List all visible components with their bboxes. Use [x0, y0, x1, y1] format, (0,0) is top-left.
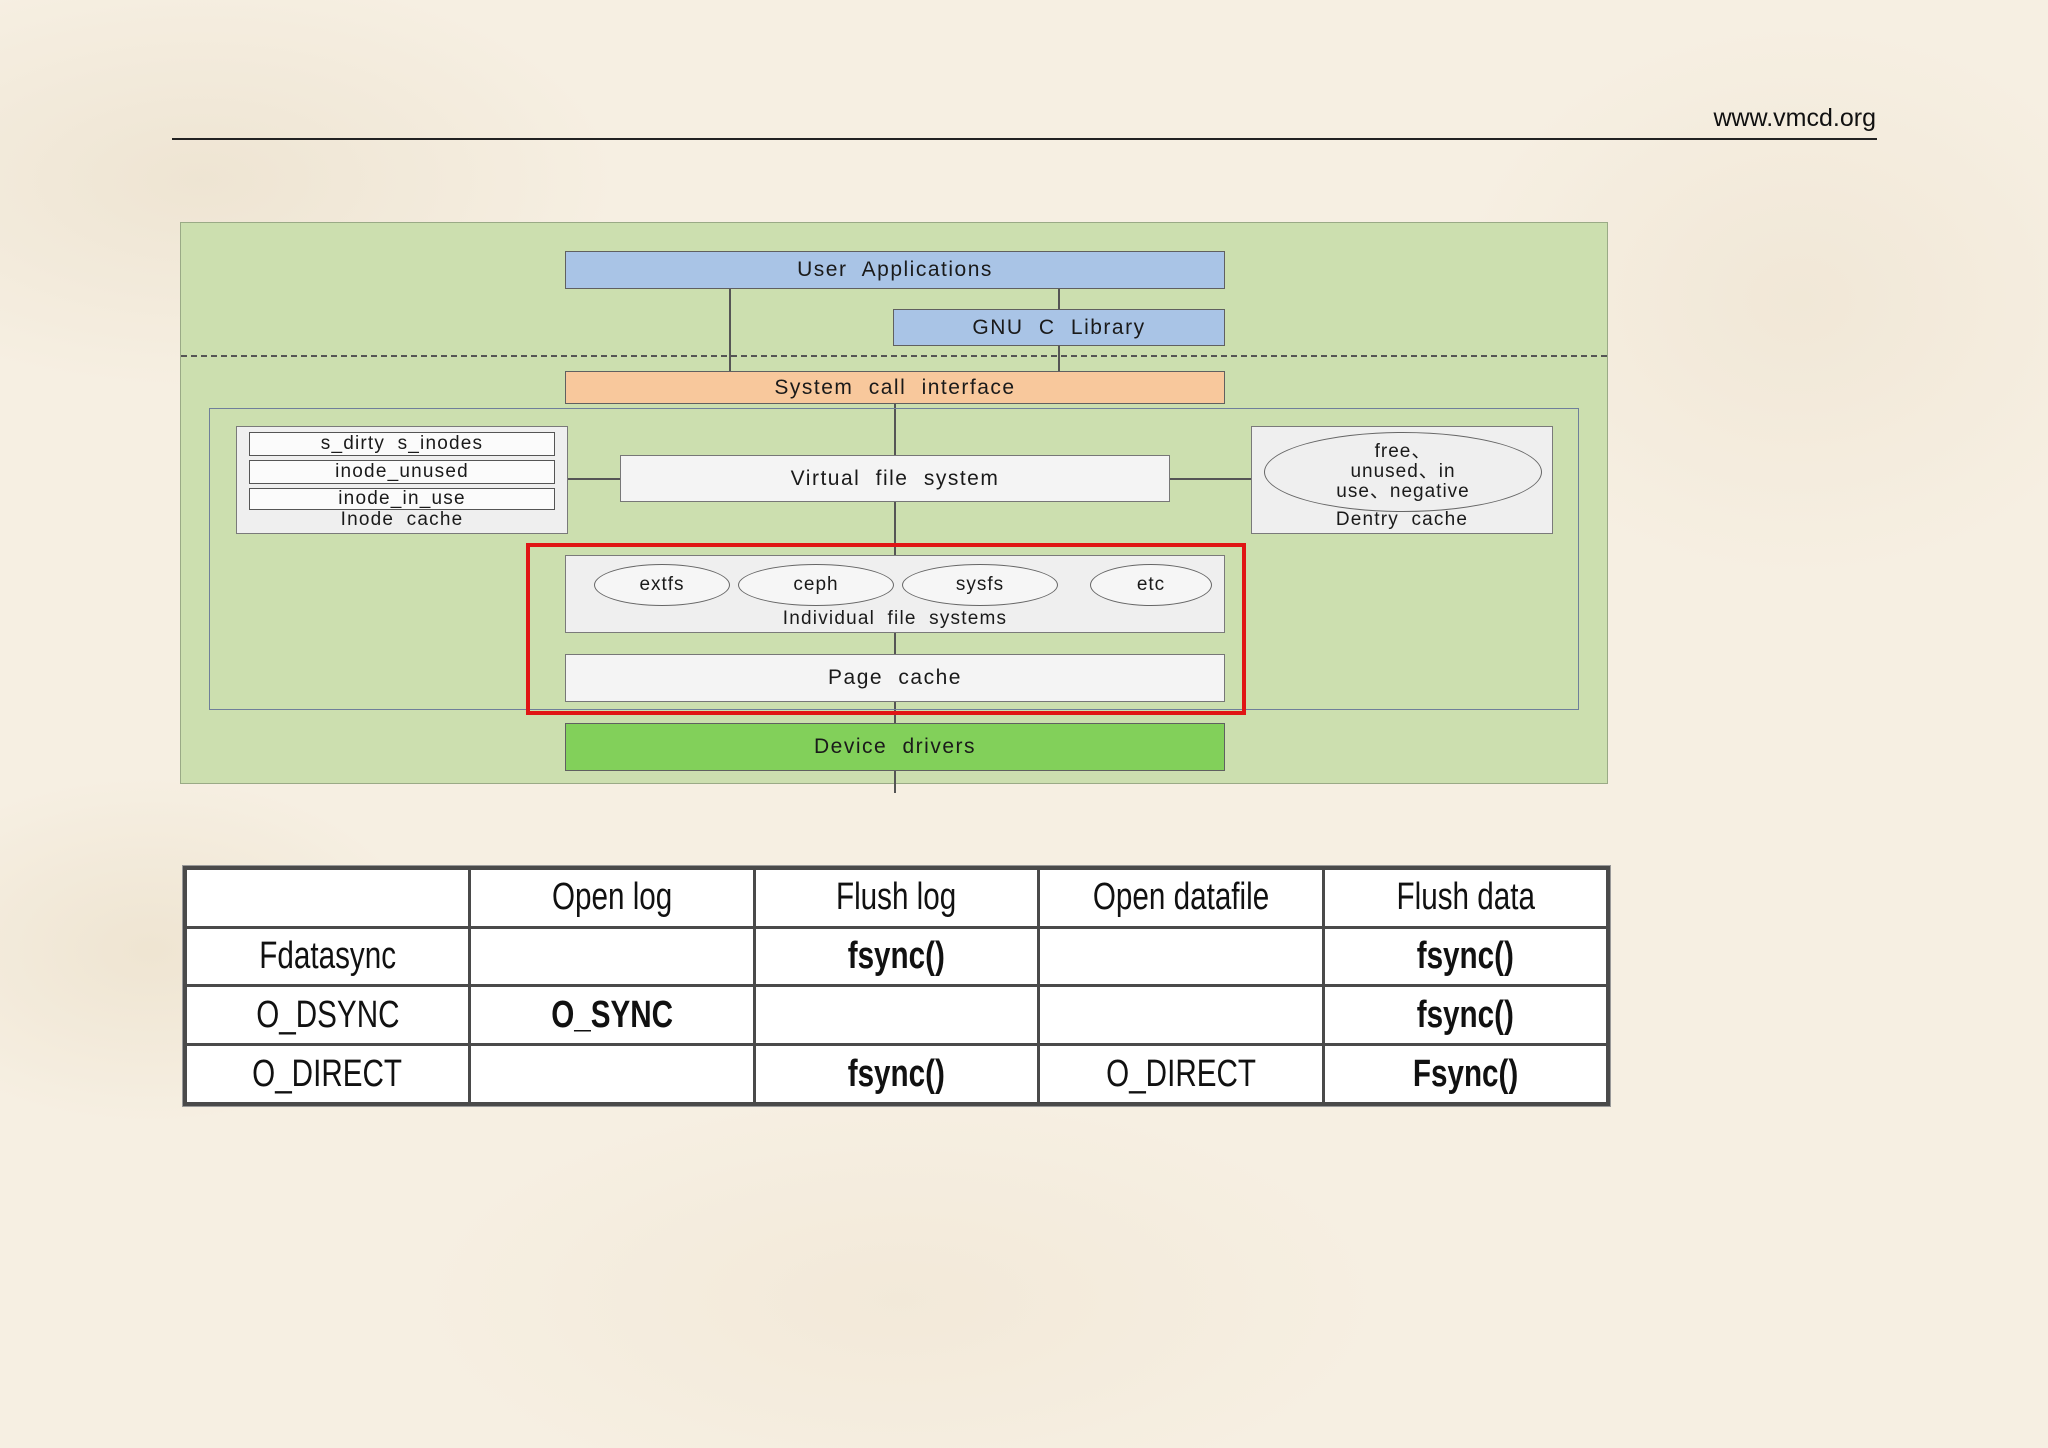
individual-fs-box: extfs ceph sysfs etc Individual file sys…: [565, 555, 1225, 633]
table-cell: [468, 1043, 756, 1106]
table-header-cell: Open log: [468, 866, 756, 929]
inode-cache-item: s_dirty s_inodes: [249, 432, 555, 456]
table-cell: O_DIRECT: [1037, 1043, 1325, 1106]
table-header-cell: Open datafile: [1037, 866, 1325, 929]
table-header-row: Open log Flush log Open datafile Flush d…: [183, 866, 1610, 929]
connector-line: [729, 289, 731, 377]
table-cell: Fsync(): [1321, 1043, 1610, 1106]
connector-line: [566, 478, 621, 480]
kernel-region: [209, 408, 1579, 710]
fs-ceph-oval: ceph: [738, 564, 894, 606]
table-cell: [468, 925, 756, 988]
user-kernel-boundary: [181, 355, 1607, 357]
dentry-state-line: free、: [1374, 441, 1432, 462]
virtual-file-system-box: Virtual file system: [620, 455, 1170, 502]
user-applications-box: User Applications: [565, 251, 1225, 289]
linux-io-stack-diagram: User Applications GNU C Library System c…: [180, 222, 1608, 793]
connector-line: [1058, 289, 1060, 309]
fs-etc-oval: etc: [1090, 564, 1212, 606]
table-cell: [752, 984, 1041, 1047]
connector-line: [1058, 346, 1060, 377]
table-cell: O_DIRECT: [183, 1043, 472, 1106]
table-cell: [1037, 984, 1325, 1047]
table-cell: fsync(): [752, 925, 1041, 988]
dentry-cache-caption: Dentry cache: [1335, 509, 1469, 530]
table-cell: fsync(): [752, 1043, 1041, 1106]
dentry-states-oval: free、 unused、in use、negative: [1264, 432, 1542, 512]
page-cache-box: Page cache: [565, 654, 1225, 702]
sync-method-table: Open log Flush log Open datafile Flush d…: [183, 866, 1610, 1106]
individual-fs-caption: Individual file systems: [782, 608, 1008, 629]
inode-cache-box: s_dirty s_inodes inode_unused inode_in_u…: [236, 426, 568, 534]
system-call-interface-box: System call interface: [565, 371, 1225, 404]
table-cell: O_SYNC: [468, 984, 756, 1047]
device-drivers-box: Device drivers: [565, 723, 1225, 771]
highlight-frame: [526, 543, 1246, 715]
fs-extfs-oval: extfs: [594, 564, 730, 606]
table-cell: fsync(): [1321, 925, 1610, 988]
dentry-state-line: use、negative: [1336, 481, 1470, 502]
table-header-cell: [183, 866, 472, 929]
table-row: Fdatasync fsync() fsync(): [183, 925, 1610, 988]
table-row: O_DIRECT fsync() O_DIRECT Fsync(): [183, 1043, 1610, 1106]
table-header-cell: Flush data: [1321, 866, 1610, 929]
site-url: www.vmcd.org: [1713, 104, 1876, 132]
dentry-cache-box: free、 unused、in use、negative Dentry cach…: [1251, 426, 1553, 534]
table-header-cell: Flush log: [752, 866, 1041, 929]
fs-sysfs-oval: sysfs: [902, 564, 1058, 606]
header-rule: [172, 138, 1877, 140]
inode-cache-item: inode_in_use: [249, 488, 555, 510]
gnu-c-library-box: GNU C Library: [893, 309, 1225, 346]
inode-cache-item: inode_unused: [249, 460, 555, 484]
table-cell: [1037, 925, 1325, 988]
connector-line: [1169, 478, 1253, 480]
inode-cache-caption: Inode cache: [340, 509, 464, 530]
table-cell: fsync(): [1321, 984, 1610, 1047]
table-cell: O_DSYNC: [183, 984, 472, 1047]
table-row: O_DSYNC O_SYNC fsync(): [183, 984, 1610, 1047]
dentry-state-line: unused、in: [1350, 461, 1456, 482]
table-cell: Fdatasync: [183, 925, 472, 988]
